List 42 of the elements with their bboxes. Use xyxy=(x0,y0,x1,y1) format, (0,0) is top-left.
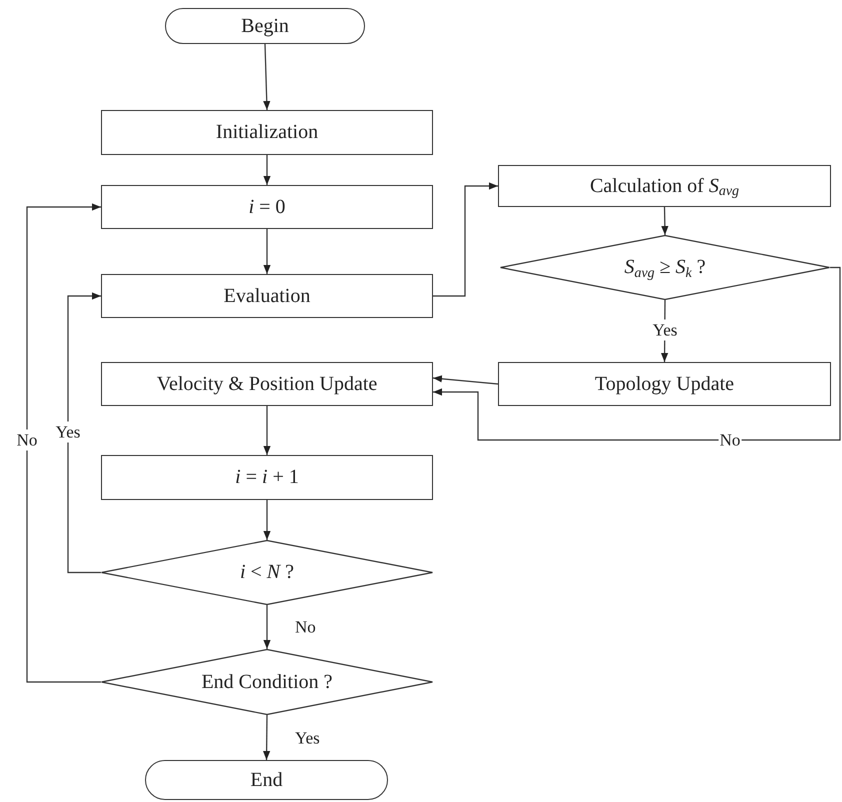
node-label: End xyxy=(250,768,283,792)
node-label: Velocity & Position Update xyxy=(156,372,378,396)
arrow xyxy=(432,375,498,385)
edge-label: Yes xyxy=(54,422,82,442)
node-label: Initialization xyxy=(216,120,318,145)
node-label: End Condition ? xyxy=(201,670,333,694)
decision-diamond xyxy=(101,649,433,715)
node-label: S$_{avg}$ ≥ S$_{k}$ ? xyxy=(624,255,706,280)
decision-diamond xyxy=(500,235,830,300)
process-box xyxy=(101,274,433,318)
node-label: Calculation of S$_{avg}$ xyxy=(590,174,740,198)
node-label: i = i + 1 xyxy=(235,465,299,490)
edge-label: No xyxy=(295,618,316,636)
arrow xyxy=(263,605,271,649)
decision-diamond xyxy=(101,540,433,605)
node-label: i = 0 xyxy=(248,194,286,220)
edge-label: No xyxy=(16,430,38,450)
edge-label: Yes xyxy=(295,730,320,746)
process-box xyxy=(101,362,433,406)
process-box xyxy=(101,185,433,229)
arrow xyxy=(433,182,498,297)
arrow xyxy=(67,292,101,574)
node-label: Topology Update xyxy=(594,372,734,396)
process-box xyxy=(101,110,433,155)
arrow xyxy=(263,406,271,455)
process-box xyxy=(101,455,433,500)
arrow xyxy=(263,500,271,540)
arrow xyxy=(263,155,271,185)
process-box xyxy=(498,165,831,207)
node-label: Evaluation xyxy=(224,284,310,308)
terminal-pill xyxy=(165,8,365,44)
arrow xyxy=(26,203,101,683)
arrow xyxy=(433,266,841,441)
node-label: i < N ? xyxy=(240,560,294,585)
process-box xyxy=(498,362,831,406)
arrow xyxy=(263,229,271,274)
terminal-pill xyxy=(145,760,388,800)
arrow xyxy=(263,44,270,110)
arrow xyxy=(661,206,668,236)
arrow xyxy=(263,715,270,760)
edge-label: Yes xyxy=(652,320,678,340)
node-label: Begin xyxy=(241,14,289,38)
